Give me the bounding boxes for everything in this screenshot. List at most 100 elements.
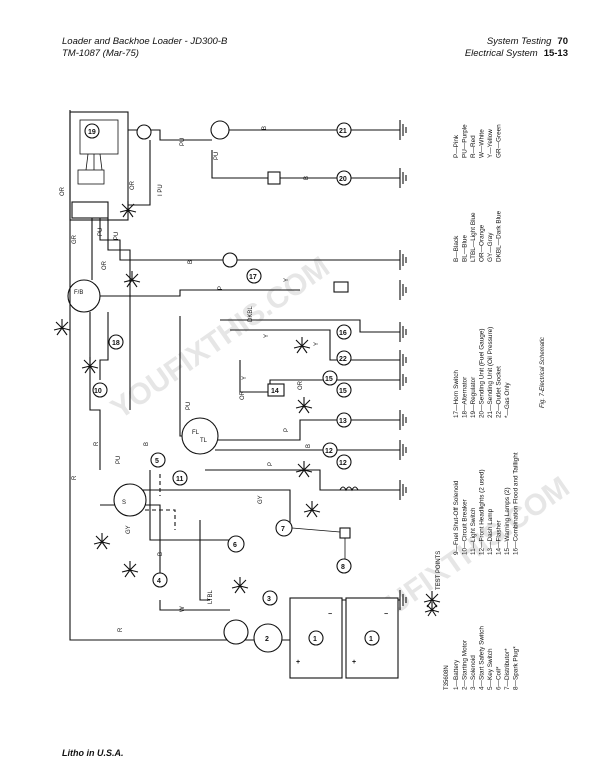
legend-component-6: 14—Flasher [496, 519, 503, 555]
wire-or-top [128, 140, 151, 206]
comp-marker-3 [262, 590, 278, 606]
wire-p-horn [100, 289, 300, 297]
footer-litho: Litho in U.S.A. [62, 748, 124, 758]
manual-title: Loader and Backhoe Loader - JD300-B [62, 36, 228, 47]
warning-lamp-1 [322, 370, 338, 386]
comp-num-11: 11 [176, 476, 184, 483]
ignition-coil [227, 535, 245, 553]
comp-num-2: 2 [265, 636, 269, 643]
svg-text:R: R [72, 475, 78, 480]
comp-num-5: 5 [155, 458, 159, 465]
header-left: Loader and Backhoe Loader - JD300-B TM-1… [62, 36, 227, 60]
comp-marker-5 [150, 452, 166, 468]
oil-pressure-sender [336, 122, 352, 138]
wire-pu-main [107, 218, 131, 410]
horn-button [333, 281, 349, 293]
regulator-marker [84, 123, 100, 139]
spark-plug [336, 558, 352, 574]
comp-num-10: 10 [94, 388, 102, 395]
comp-num-17: 17 [249, 274, 257, 281]
legend-component-1: 9—Fuel Shut-Off Solenoid [453, 480, 460, 555]
svg-text:Y: Y [242, 376, 248, 380]
starting-motor [253, 623, 283, 653]
legend-component-7: 7—Distributor* [504, 648, 511, 690]
svg-text:GY: GY [258, 495, 264, 504]
comp-num-20: 20 [339, 176, 347, 183]
legend-component-3: 19—Regulator [470, 376, 477, 418]
wire-or-flasher [239, 360, 400, 393]
legend-component-6: 6—Coil* [496, 666, 503, 690]
svg-text:LTBL: LTBL [208, 589, 214, 604]
alternator [67, 279, 101, 313]
battery-1-plus: + [296, 659, 300, 666]
legend-component-5: 21—Sending Unit (Oil Pressure) [487, 327, 494, 418]
legend-color-6: DKBL—Dark Blue [496, 210, 503, 262]
page-subnumber: 15-13 [543, 48, 568, 59]
svg-text:PU: PU [180, 138, 186, 146]
solenoid [223, 619, 249, 645]
wire-b-lamp [205, 469, 400, 491]
svg-text:OR: OR [130, 180, 136, 190]
start-safety-switch [152, 572, 168, 588]
legend-component-4: 4—Start Safety Switch [479, 626, 486, 690]
test-point-legend-star [424, 602, 440, 617]
wire-red-main [69, 110, 260, 641]
comp-marker-18 [108, 334, 124, 350]
svg-text:R: R [118, 627, 124, 632]
svg-text:PU: PU [214, 152, 220, 160]
comp-num-12b: 12 [339, 460, 347, 467]
flasher [267, 383, 285, 397]
wire-ltbl [199, 520, 210, 601]
spark-plug-body [339, 527, 351, 539]
legend-component-6: 22—Outlet Socket [496, 366, 503, 418]
comp-num-8: 8 [341, 564, 345, 571]
svg-text:B: B [144, 442, 150, 446]
svg-text:Y: Y [264, 334, 270, 338]
test-point-stars [53, 201, 441, 608]
legend-color-4: W—White [479, 129, 486, 158]
legend-component-1: 17—Horn Switch [453, 370, 460, 418]
flood-taillight [336, 324, 352, 340]
svg-text:I PU: I PU [158, 184, 164, 196]
light-switch [181, 417, 219, 455]
page-number: 70 [557, 36, 568, 47]
wire-gy-dist [130, 489, 291, 525]
comp-num-7: 7 [281, 526, 285, 533]
legend-color-4: OR—Orange [479, 224, 486, 262]
wire-p-dash [215, 419, 400, 441]
svg-text:GR: GR [72, 234, 78, 244]
legend-component-4: 12—Front Headlights (2 used) [479, 469, 486, 555]
svg-text:Y: Y [314, 342, 320, 346]
legend-color-2: PU—Purple [462, 124, 469, 158]
section-subtitle: Electrical System [464, 48, 538, 59]
comp-num-3: 3 [267, 596, 271, 603]
regulator-inner [79, 119, 119, 155]
comp-num-18: 18 [112, 340, 120, 347]
legend-component-3: 3—Solenoid [470, 655, 477, 690]
svg-text:OR: OR [60, 186, 66, 196]
battery-2-marker [364, 630, 380, 646]
comp-num-15b: 15 [339, 388, 347, 395]
comp-num-21: 21 [339, 128, 347, 135]
comp-num-16: 16 [339, 330, 347, 337]
headlight-1 [322, 442, 338, 458]
comp-marker-11 [172, 470, 188, 486]
comp-num-14: 14 [271, 388, 279, 395]
fuel-sender [336, 170, 352, 186]
warning-lamp-2 [336, 382, 352, 398]
legend-component-4: 20—Sending Unit (Fuel Gauge) [479, 328, 486, 418]
legend-color-5: GY—Gray [487, 232, 494, 262]
legend-component-8: 16—Combination Flood and Taillight [513, 452, 520, 555]
svg-text:B: B [306, 444, 312, 448]
svg-text:S: S [122, 500, 126, 506]
svg-text:PU: PU [116, 456, 122, 464]
comp-num-15a: 15 [325, 376, 333, 383]
legend-component-5: 5—Key Switch [487, 648, 494, 690]
watermark-1: YOUFIXTHIS.COM [105, 251, 336, 426]
svg-text:OR: OR [298, 380, 304, 390]
legend-color-1: B—Black [453, 235, 460, 262]
legend-component-2: 18—Alternator [462, 376, 469, 418]
svg-text:TL: TL [200, 438, 208, 444]
